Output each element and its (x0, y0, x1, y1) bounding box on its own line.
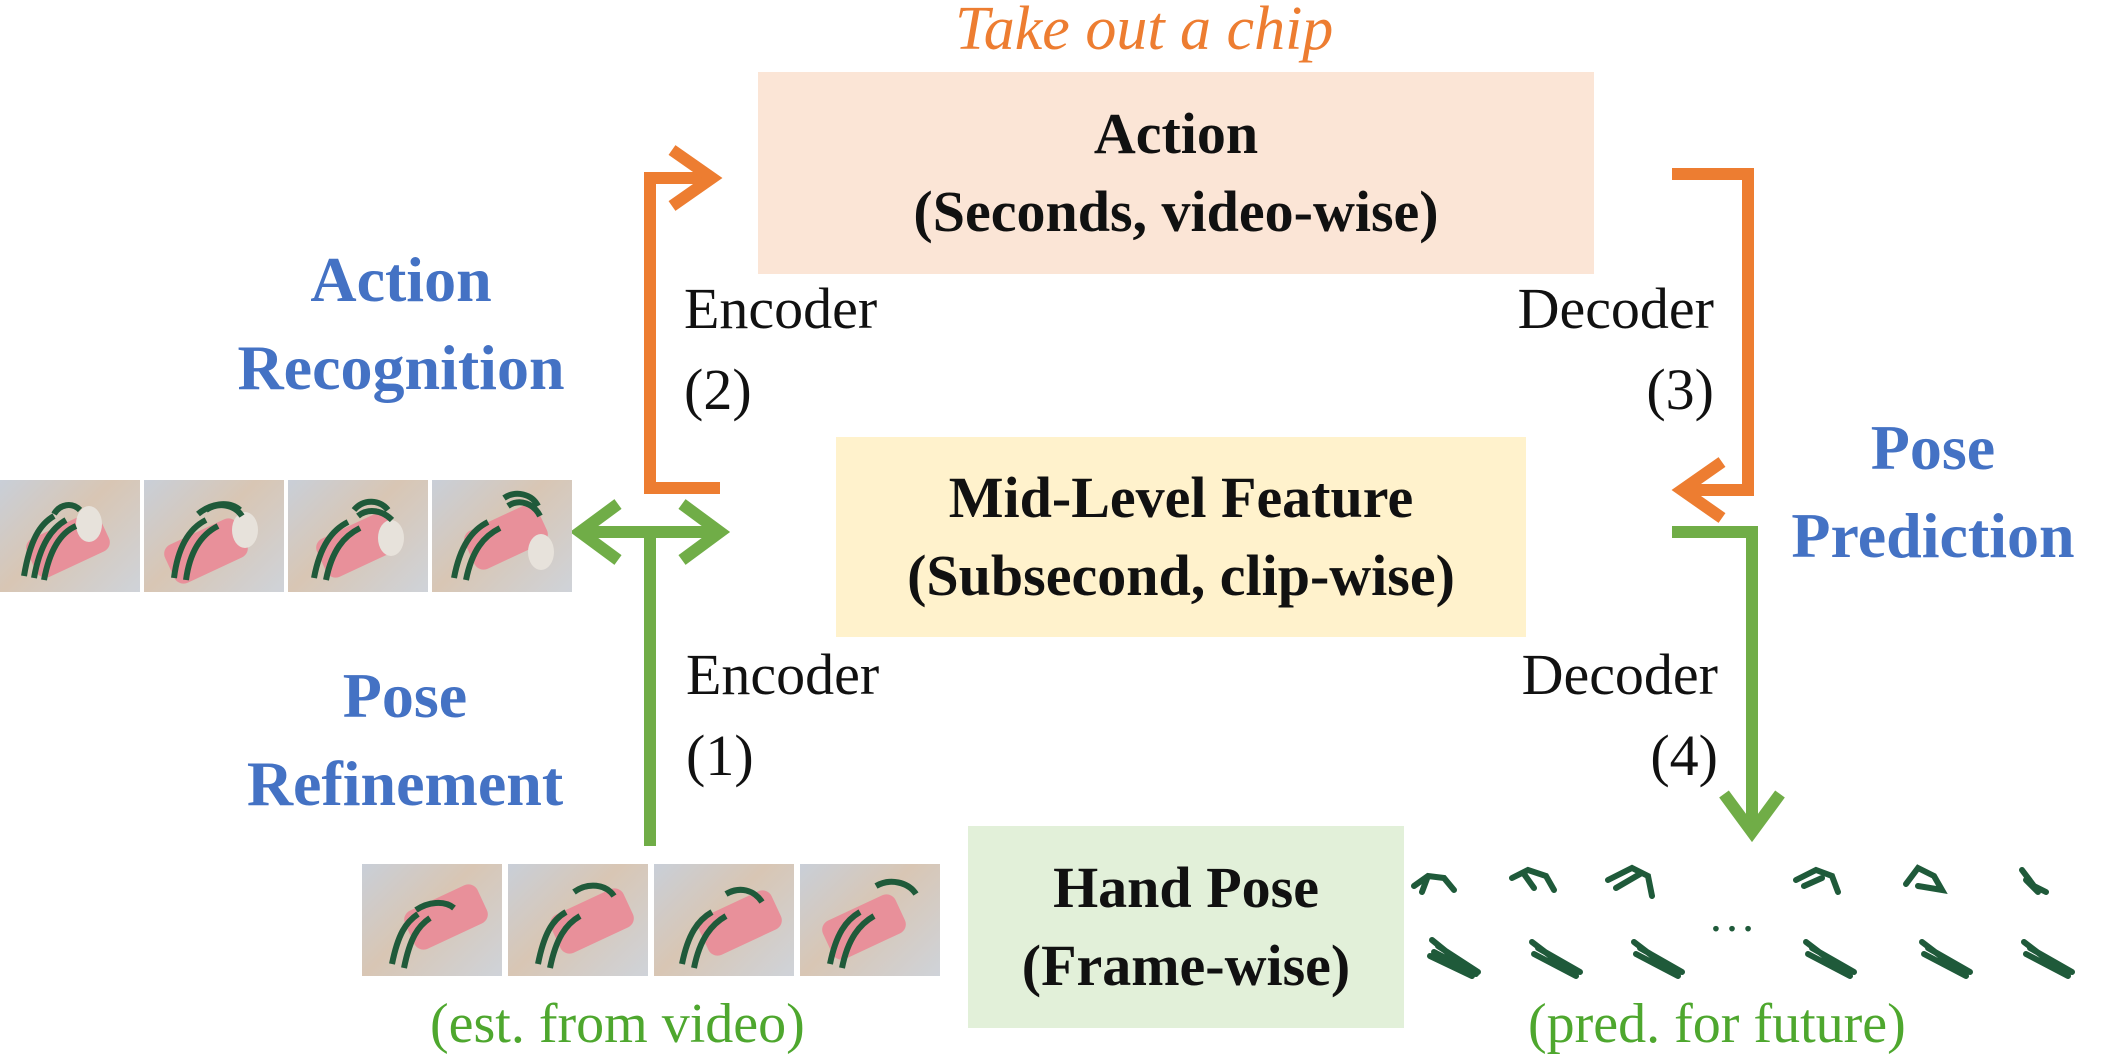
action-instance-label: Take out a chip (955, 0, 1334, 63)
predicted-hand-bottom (1529, 939, 1583, 979)
predicted-hand-top (1509, 866, 1557, 893)
action-recognition-label: Action Recognition (196, 236, 606, 413)
encoder-2-name: Encoder (684, 276, 878, 341)
mid-level-box-title: Mid-Level Feature (948, 464, 1414, 530)
video-frame (144, 480, 284, 592)
pose-refinement-label: Pose Refinement (200, 652, 610, 829)
encoder-2-arrow (644, 172, 720, 494)
action-recognition-line2: Recognition (237, 332, 565, 404)
pose-refinement-line2: Refinement (246, 748, 564, 820)
predicted-hand-top (1903, 864, 1948, 894)
more-frames-ellipsis: … (1708, 889, 1756, 942)
action-frames-strip (0, 480, 572, 596)
encoder-1-name: Encoder (686, 642, 880, 707)
predicted-caption: (pred. for future) (1528, 993, 1906, 1055)
predicted-hand-bottom (1919, 939, 1973, 979)
video-frame (362, 864, 502, 976)
encoder-1-right-arrowhead (678, 499, 731, 565)
predicted-hand-top (2019, 867, 2049, 895)
video-frame (432, 480, 572, 592)
decoder-3-arrow (1672, 168, 1754, 496)
predicted-hand-bottom (1631, 939, 1685, 979)
action-box: Action (Seconds, video-wise) (758, 72, 1594, 274)
pose-prediction-label: Pose Prediction (1762, 404, 2104, 581)
encoder-2-arrowhead (668, 145, 723, 211)
mid-level-feature-box: Mid-Level Feature (Subsecond, clip-wise) (836, 437, 1526, 637)
mid-level-box-subtitle: (Subsecond, clip-wise) (907, 543, 1455, 608)
action-box-subtitle: (Seconds, video-wise) (913, 179, 1439, 244)
action-recognition-line1: Action (310, 244, 492, 315)
predicted-hand-top (1605, 864, 1655, 899)
decoder-3-arrowhead (1671, 457, 1726, 523)
decoder-4-arrow (1672, 526, 1758, 832)
video-frame (800, 864, 940, 976)
estimated-pose-frames-strip (362, 864, 946, 980)
decoder-4-index: (4) (1650, 723, 1718, 789)
predicted-hand-top (1411, 872, 1457, 895)
predicted-pose-skeletons (1411, 864, 2075, 979)
action-box-title: Action (1093, 100, 1259, 166)
hand-pose-box: Hand Pose (Frame-wise) (968, 826, 1404, 1028)
predicted-hand-bottom (1427, 937, 1481, 979)
decoder-3-label: Decoder (3) (1496, 268, 1714, 430)
encoder-2-index: (2) (684, 357, 752, 423)
decoder-4-name: Decoder (1521, 642, 1718, 707)
pose-prediction-line1: Pose (1870, 412, 1996, 483)
hand-pose-box-subtitle: (Frame-wise) (1021, 933, 1351, 998)
pose-prediction-line2: Prediction (1791, 500, 2075, 572)
video-frame (508, 864, 648, 976)
hand-pose-box-title: Hand Pose (1053, 854, 1319, 920)
encoder-1-label: Encoder (1) (686, 634, 879, 796)
video-frame (0, 480, 140, 592)
video-frame (288, 480, 428, 592)
predicted-hand-top (1793, 866, 1841, 895)
decoder-4-label: Decoder (4) (1500, 634, 1718, 796)
decoder-4-arrowhead (1719, 790, 1785, 843)
estimated-caption: (est. from video) (430, 993, 805, 1055)
encoder-1-left-arrowhead (569, 499, 622, 565)
encoder-1-index: (1) (686, 723, 754, 789)
decoder-3-index: (3) (1646, 357, 1714, 423)
predicted-hand-bottom (2021, 939, 2075, 979)
encoder-2-label: Encoder (2) (684, 268, 877, 430)
pose-refinement-line1: Pose (342, 660, 468, 731)
video-frame (654, 864, 794, 976)
decoder-3-name: Decoder (1517, 276, 1714, 341)
predicted-hand-bottom (1803, 939, 1857, 979)
